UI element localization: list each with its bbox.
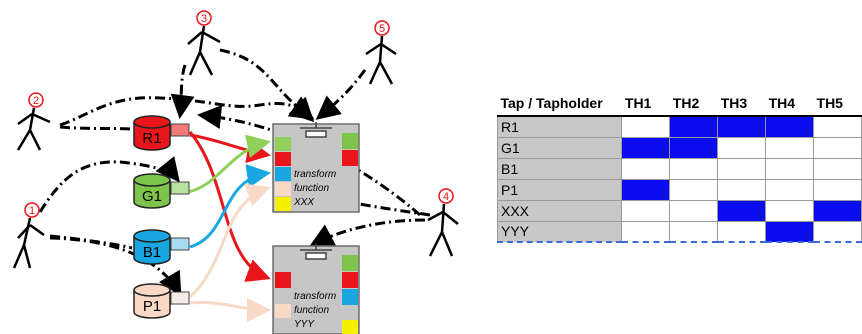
matrix-cell (669, 178, 719, 201)
link-5-th1 (315, 69, 367, 120)
tapholder-th2: transform function YYY (272, 244, 360, 334)
matrix-cell (669, 157, 719, 180)
header-th5: TH5 (813, 90, 862, 117)
actor-5-label: 5 (379, 23, 385, 35)
actor-links (38, 48, 431, 297)
actor-2: 2 (16, 92, 51, 151)
th2-line1: transform (294, 291, 336, 302)
th1-line2: function (294, 183, 329, 194)
valve-icon (170, 237, 190, 251)
link-3-r1 (170, 64, 195, 119)
matrix-cell (765, 199, 815, 222)
tap-b1: B1 (133, 229, 190, 265)
matrix-cell (813, 115, 862, 138)
matrix-cell (717, 136, 767, 159)
matrix-cell (717, 220, 767, 243)
tap-icon (300, 244, 332, 260)
tap-r1: R1 (133, 115, 190, 151)
row-label: B1 (496, 157, 623, 180)
link-1-g1 (38, 156, 180, 213)
row-label: R1 (496, 115, 623, 138)
matrix-cell (669, 220, 719, 243)
flow-p1-th1 (188, 183, 271, 299)
matrix-cell (813, 136, 862, 159)
link-3-th1 (219, 48, 315, 120)
tap-p1: P1 (133, 283, 190, 319)
matrix-cell: 1 (765, 220, 815, 243)
link-2-th1 (59, 96, 315, 127)
actor-3: 3 (187, 10, 221, 76)
table-row: XXX 1 (496, 199, 862, 222)
tap-b1-label: B1 (143, 244, 161, 261)
flow-b1-th1 (189, 164, 271, 249)
header-th1: TH1 (621, 90, 670, 117)
matrix-cell (813, 157, 862, 180)
matrix-cell (813, 178, 862, 201)
matrix-cell (765, 178, 815, 201)
tap-icon (300, 122, 332, 138)
row-label: XXX (496, 199, 623, 222)
matrix-cell (669, 199, 719, 222)
th2-line2: function (294, 305, 329, 316)
matrix-cell (621, 199, 671, 222)
actor-3-label: 3 (201, 13, 207, 25)
matrix-cell (717, 157, 767, 180)
valve-icon (170, 291, 190, 305)
th1-line3: XXX (293, 197, 314, 208)
header-tap-tapholder: Tap / Tapholder (497, 90, 622, 117)
tap-diagram: transform function XXX transform functio… (12, 10, 459, 334)
data-flows (187, 131, 271, 322)
th1-line1: transform (294, 169, 336, 180)
matrix-cell: 1 (669, 115, 719, 138)
valve-icon (170, 181, 190, 195)
actor-4-label: 4 (443, 191, 449, 203)
matrix-cell (765, 136, 815, 159)
matrix-cell (621, 115, 671, 138)
tap-p1-label: P1 (143, 298, 161, 315)
matrix-cell: 1 (717, 115, 767, 138)
link-2-r1 (59, 125, 141, 132)
matrix-cell: 1 (717, 199, 767, 222)
matrix-cell (765, 157, 815, 180)
actor-1: 1 (12, 202, 45, 269)
actor-4: 4 (427, 188, 459, 257)
matrix-cell (717, 178, 767, 201)
flow-r1-th2 (188, 131, 271, 282)
flow-p1-th2 (189, 297, 271, 322)
header-th4: TH4 (765, 90, 814, 117)
header-th2: TH2 (669, 90, 718, 117)
matrix-header-row: Tap / Tapholder TH1 TH2 TH3 TH4 TH5 (497, 90, 862, 117)
matrix-cell (621, 220, 671, 243)
matrix-cell: 1 (765, 115, 815, 138)
tap-r1-label: R1 (142, 130, 161, 147)
tap-g1-label: G1 (142, 188, 162, 205)
table-row: YYY 1 (496, 220, 862, 243)
row-label: YYY (496, 220, 623, 243)
matrix-cell (813, 220, 862, 243)
matrix-cell (813, 199, 862, 222)
matrix-cell: 1 (621, 178, 671, 201)
actor-2-label: 2 (33, 95, 39, 107)
link-4-th2 (309, 218, 426, 247)
header-th3: TH3 (717, 90, 766, 117)
table-row: B1 (496, 157, 862, 180)
tapholder-th1: transform function XXX (272, 122, 360, 213)
matrix-cell: 1 (669, 136, 719, 159)
matrix-cell: 1 (621, 136, 671, 159)
row-label: P1 (496, 178, 623, 201)
actor-5: 5 (365, 20, 397, 85)
th2-line3: YYY (294, 319, 315, 330)
valve-icon (170, 123, 190, 137)
tap-g1: G1 (133, 173, 190, 209)
flow-g1-th1 (187, 134, 271, 194)
actor-1-label: 1 (29, 205, 35, 217)
matrix-cell (621, 157, 671, 180)
row-label: G1 (496, 136, 623, 159)
